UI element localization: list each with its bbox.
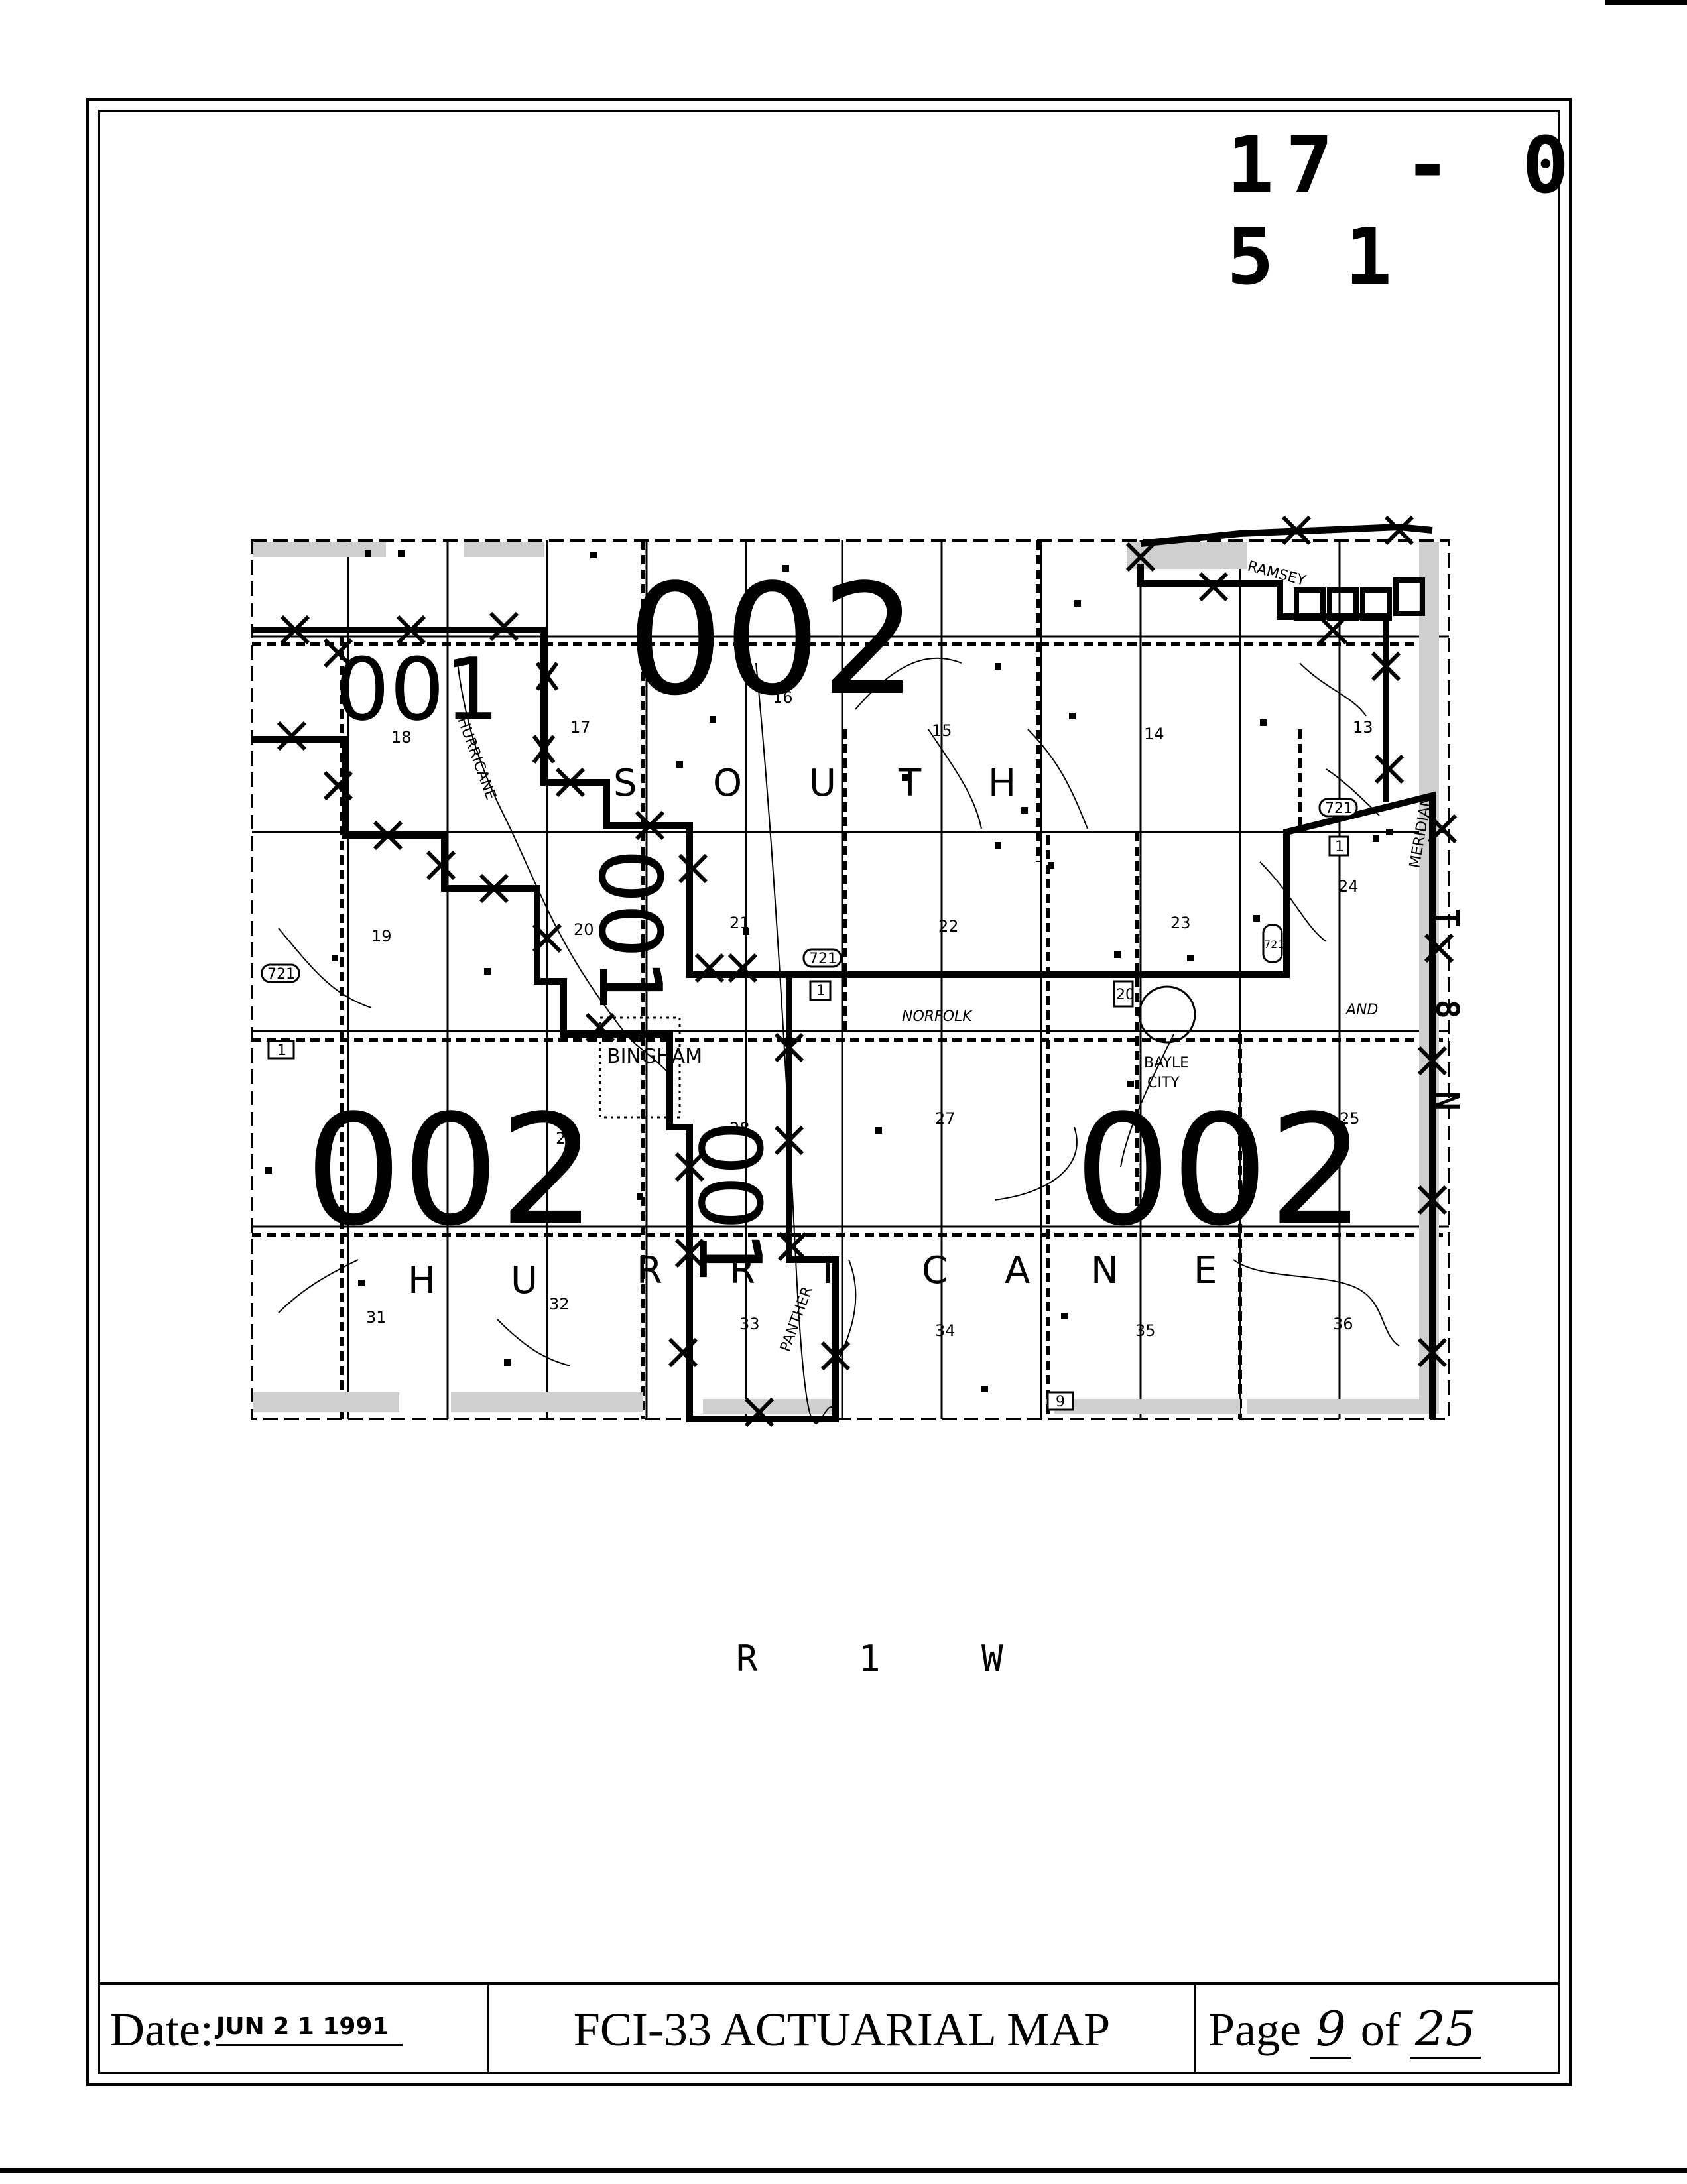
township-name-south: S O U T H — [613, 762, 1016, 805]
map-id: 17 - 0 5 1 — [1227, 119, 1582, 302]
road-shield-label: 1 — [816, 983, 826, 999]
zone-label-bottom-left: 002 — [305, 1083, 596, 1260]
date-label: Date: — [110, 2002, 214, 2056]
place-label-norfolk: NORFOLK — [902, 1008, 973, 1025]
top-edge-rule — [1605, 0, 1687, 5]
section-number: 17 — [570, 718, 591, 737]
section-number: 23 — [1170, 914, 1191, 932]
township-name-hurricane: H U R R I C A N E — [408, 1249, 1217, 1302]
svg-text:R: R — [729, 1249, 755, 1292]
svg-text:R: R — [637, 1249, 662, 1292]
section-number: 27 — [935, 1109, 956, 1128]
bayle-city-circle — [1138, 985, 1196, 1044]
page-total: 25 — [1409, 2001, 1481, 2059]
svg-text:H: H — [988, 762, 1016, 805]
section-number: 29 — [556, 1129, 576, 1148]
range-label: R 1 W — [736, 1638, 1043, 1679]
section-number: 24 — [1338, 877, 1359, 896]
township-boundary — [251, 539, 1450, 1420]
svg-text:O: O — [713, 762, 742, 805]
section-number: 21 — [729, 914, 750, 932]
section-number: 14 — [1144, 725, 1164, 743]
svg-text:E: E — [1194, 1249, 1217, 1292]
map-title-cell: FCI-33 ACTUARIAL MAP — [489, 1985, 1196, 2074]
section-number: 18 — [391, 728, 412, 747]
road-shield-label: 20 — [1116, 987, 1135, 1003]
road-shield-label: 1 — [277, 1042, 286, 1059]
page-cell: Page 9 of 25 — [1196, 1985, 1560, 2074]
svg-text:H: H — [408, 1259, 436, 1302]
place-label-bingham: BINGHAM — [607, 1045, 702, 1068]
page-number: 9 — [1310, 2001, 1351, 2059]
section-number: 28 — [729, 1119, 750, 1138]
place-label-city: CITY — [1147, 1075, 1180, 1091]
road-shield-label: 9 — [1056, 1394, 1065, 1410]
section-number: 25 — [1340, 1109, 1360, 1128]
zone-label-left: 001 — [335, 639, 499, 740]
section-number: 22 — [938, 917, 959, 936]
zone-label-center-vertical: 001 — [580, 849, 680, 1013]
map-title: FCI-33 ACTUARIAL MAP — [573, 2002, 1111, 2056]
zone-boundaries — [252, 523, 1436, 1422]
section-number: 19 — [371, 927, 392, 945]
svg-text:I: I — [822, 1249, 834, 1292]
township-label: T 8 N — [1428, 908, 1466, 1137]
road-shield-label: 721 — [1325, 800, 1353, 817]
zone-label-center-lower: 001 — [679, 1121, 780, 1285]
footer-title-block: Date: JUN 2 1 1991 FCI-33 ACTUARIAL MAP … — [98, 1982, 1560, 2074]
bottom-edge-rule — [0, 2168, 1687, 2173]
svg-text:A: A — [1005, 1249, 1030, 1292]
section-number: 31 — [366, 1308, 387, 1327]
road-shields: 721 1 721 721 1 20 721 9 1 — [261, 798, 1358, 1411]
svg-text:N: N — [1091, 1249, 1119, 1292]
creek-label-panther: PANTHER — [777, 1284, 816, 1354]
bingham-area — [599, 1016, 681, 1119]
road-shield-label: 721 — [267, 966, 295, 983]
section-number: 20 — [574, 920, 594, 939]
section-number: 33 — [739, 1315, 760, 1333]
svg-text:U: U — [809, 762, 836, 805]
section-number: 35 — [1135, 1321, 1156, 1340]
inner-frame — [98, 110, 1560, 2074]
date-stamp: JUN 2 1 1991 — [216, 2013, 403, 2046]
svg-text:S: S — [613, 762, 637, 805]
svg-text:C: C — [922, 1249, 948, 1292]
road-shield-label: 1 — [1335, 839, 1344, 855]
section-number: 36 — [1333, 1315, 1353, 1333]
svg-text:T: T — [898, 762, 922, 805]
section-number: 34 — [935, 1321, 956, 1340]
road-shield-label: 721 — [809, 951, 837, 967]
place-label-and: AND — [1345, 1002, 1378, 1018]
date-cell: Date: JUN 2 1 1991 — [98, 1985, 489, 2074]
section-number: 16 — [773, 688, 793, 707]
outer-frame — [86, 98, 1572, 2086]
road-shield-label: 721 — [1264, 938, 1284, 951]
section-number: 15 — [932, 721, 952, 740]
svg-text:U: U — [511, 1259, 538, 1302]
ramsey-parcels — [1294, 577, 1425, 621]
section-numbers: 18 17 16 15 14 13 19 20 21 22 23 24 29 2… — [366, 688, 1373, 1340]
boundary-markers — [277, 515, 1458, 1427]
section-number: 13 — [1353, 718, 1373, 737]
roads — [252, 540, 1449, 1419]
section-grid — [252, 540, 1449, 1419]
building-markers — [265, 550, 1393, 1392]
place-label-bayle: BAYLE — [1144, 1055, 1189, 1071]
zone-label-bottom-right: 002 — [1074, 1083, 1365, 1260]
page-label: Page — [1208, 2002, 1301, 2056]
section-number: 32 — [549, 1295, 570, 1313]
of-label: of — [1360, 2002, 1401, 2056]
zone-label-top: 002 — [627, 552, 918, 729]
